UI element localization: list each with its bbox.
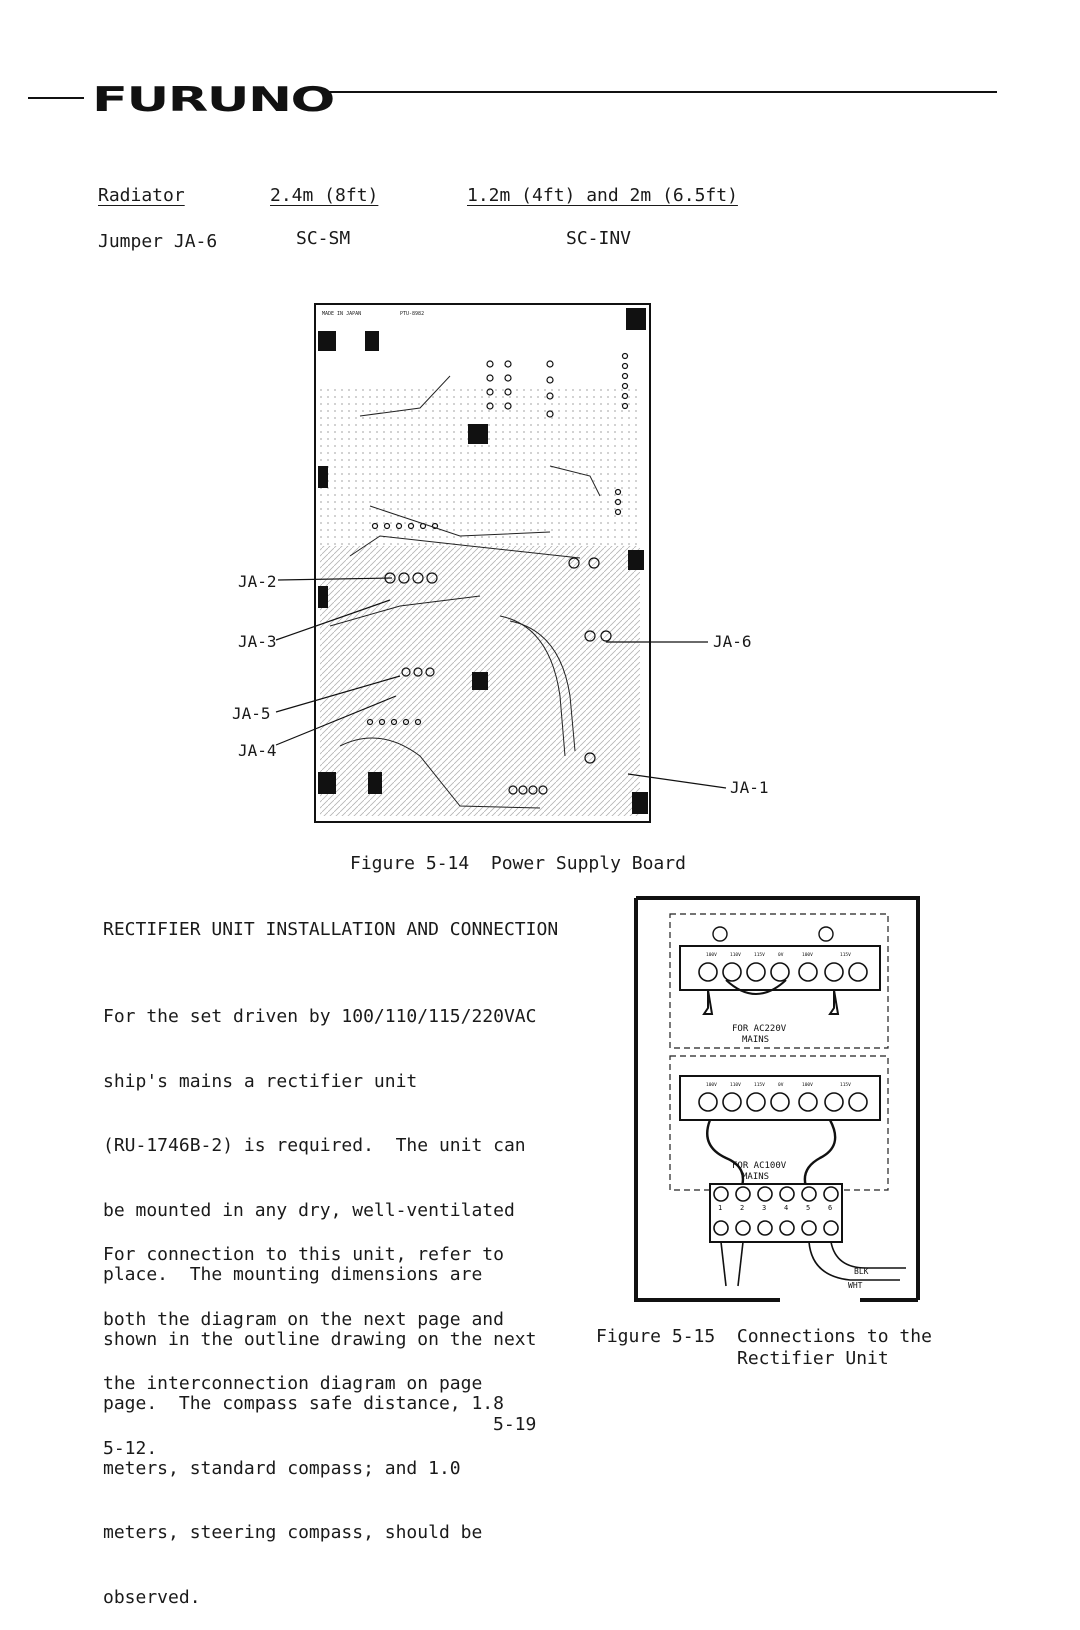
section-heading: RECTIFIER UNIT INSTALLATION AND CONNECTI…	[103, 919, 559, 940]
para1-line: (RU-1746B-2) is required. The unit can	[103, 1135, 526, 1156]
para2-line: the interconnection diagram on page	[103, 1373, 483, 1394]
pcb-trace-area-upper	[320, 386, 640, 546]
label-ja4: JA-4	[238, 741, 277, 760]
terminal-numbers: 1 2 3 4 5 6	[718, 1204, 832, 1212]
svg-text:0V: 0V	[778, 952, 784, 958]
jumper-220v	[725, 979, 787, 995]
tap-labels-220v: 100V 110V 115V 0V 100V 115V	[706, 952, 851, 958]
table-header-radiator: Radiator	[98, 185, 185, 206]
label-ja5: JA-5	[232, 704, 271, 723]
para1-line: place. The mounting dimensions are	[103, 1264, 483, 1285]
label-mains-220v: MAINS	[742, 1035, 769, 1045]
para1-line: be mounted in any dry, well-ventilated	[103, 1199, 515, 1221]
terminal-board-lower	[713, 1220, 839, 1236]
paragraph-2: For connection to this unit, refer to bo…	[103, 1201, 504, 1481]
mount-block-tl2	[365, 331, 379, 351]
para1-line: meters, standard compass; and 1.0	[103, 1457, 461, 1479]
svg-text:5: 5	[806, 1204, 810, 1212]
mount-block-l2	[318, 586, 328, 608]
svg-text:100V: 100V	[706, 1082, 717, 1088]
para1-line: shown in the outline drawing on the next	[103, 1328, 537, 1350]
wire-label-wht: WHT	[848, 1281, 863, 1290]
screws-220v	[712, 926, 834, 942]
para1-line: meters, steering compass, should be	[103, 1522, 483, 1543]
figure-5-15-caption-line2: Rectifier Unit	[737, 1348, 889, 1369]
wire-label-blk: BLK	[854, 1267, 869, 1276]
header-rule-right	[325, 91, 997, 93]
board-callouts	[275, 577, 727, 789]
para1-line: For the set driven by 100/110/115/220VAC	[103, 1006, 537, 1027]
svg-text:100V: 100V	[802, 1082, 813, 1088]
para1-line: ship's mains a rectifier unit	[103, 1070, 418, 1092]
svg-text:1: 1	[718, 1204, 722, 1212]
ic-chip-1	[468, 424, 488, 444]
paragraph-1: For the set driven by 100/110/115/220VAC…	[103, 963, 536, 1630]
label-ja2: JA-2	[238, 572, 277, 591]
leads-100v	[706, 1119, 837, 1193]
svg-text:0V: 0V	[778, 1082, 784, 1088]
mount-block-tl	[318, 331, 336, 351]
mount-block-right-top	[626, 308, 646, 330]
pcb-traces	[329, 375, 601, 809]
svg-text:4: 4	[784, 1204, 788, 1212]
label-mains-100v: MAINS	[742, 1172, 769, 1182]
label-for-ac220v: FOR AC220V	[732, 1024, 787, 1034]
tap-labels-100v: 100V 110V 115V 0V 100V 115V	[706, 1082, 851, 1088]
svg-text:100V: 100V	[706, 952, 717, 958]
para1-line: observed.	[103, 1586, 201, 1608]
svg-text:6: 6	[828, 1204, 832, 1212]
page-number: 5-19	[493, 1414, 537, 1435]
mount-block-r2	[628, 550, 644, 570]
svg-text:115V: 115V	[754, 952, 765, 958]
ic-chip-2	[472, 672, 488, 690]
table-row-label: Jumper JA-6	[98, 231, 218, 252]
terminals-220v	[698, 962, 868, 982]
label-for-ac100v: FOR AC100V	[732, 1161, 787, 1171]
mount-block-br	[632, 792, 648, 814]
terminal-board	[709, 1183, 843, 1243]
para2-line: 5-12.	[103, 1437, 158, 1459]
figure-5-15-caption-line1: Figure 5-15 Connections to the	[596, 1326, 932, 1347]
header-rule-left	[28, 97, 84, 99]
svg-text:3: 3	[762, 1204, 766, 1212]
table-cell-sc-sm: SC-SM	[296, 228, 351, 249]
svg-text:115V: 115V	[840, 1082, 851, 1088]
board-mark-ptu: PTU-8982	[400, 311, 424, 317]
board-mark-made-in-japan: MADE IN JAPAN	[322, 311, 361, 317]
mount-block-bl	[318, 772, 336, 794]
terminals-100v	[698, 1092, 868, 1112]
table-cell-sc-inv: SC-INV	[566, 228, 632, 249]
figure-5-14-caption: Figure 5-14 Power Supply Board	[350, 853, 686, 874]
output-cables	[720, 1241, 906, 1287]
svg-text:115V: 115V	[840, 952, 851, 958]
svg-text:115V: 115V	[754, 1082, 765, 1088]
label-ja1: JA-1	[730, 778, 769, 797]
power-supply-board-figure: MADE IN JAPAN PTU-8982	[314, 303, 651, 823]
para2-line: For connection to this unit, refer to	[103, 1244, 504, 1265]
mount-block-l1	[318, 466, 328, 488]
leads-220v	[702, 989, 840, 1015]
svg-text:110V: 110V	[730, 1082, 741, 1088]
label-ja6: JA-6	[713, 632, 752, 651]
svg-text:110V: 110V	[730, 952, 741, 958]
svg-text:100V: 100V	[802, 952, 813, 958]
para2-line: both the diagram on the next page and	[103, 1308, 504, 1330]
para1-line: page. The compass safe distance, 1.8	[103, 1393, 504, 1414]
furuno-logo: FURUNO	[92, 80, 335, 120]
panel-220v-dashed	[669, 913, 889, 1049]
terminal-board-upper	[713, 1186, 839, 1202]
svg-text:2: 2	[740, 1204, 744, 1212]
mount-block-bl2	[368, 772, 382, 794]
table-header-8ft: 2.4m (8ft)	[270, 185, 379, 206]
rectifier-connection-figure: 100V 110V 115V 0V 100V 115V FOR AC220V M…	[634, 896, 920, 1302]
label-ja3: JA-3	[238, 632, 277, 651]
table-header-4ft-6ft: 1.2m (4ft) and 2m (6.5ft)	[467, 185, 738, 206]
